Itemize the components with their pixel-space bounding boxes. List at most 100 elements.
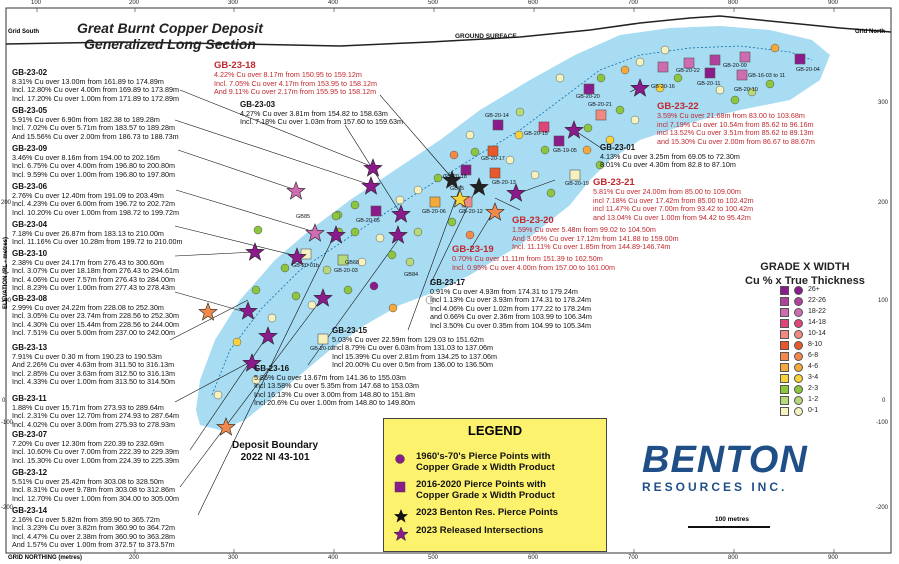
grade-circle-swatch xyxy=(794,407,803,416)
grade-scale-label: 10-14 xyxy=(808,330,826,337)
grade-circle-swatch xyxy=(794,286,803,295)
collar-gb84: GB84 xyxy=(404,272,419,278)
tick-bottom-600: 600 xyxy=(528,555,539,561)
title-line1: Great Burnt Copper Deposit xyxy=(77,20,263,36)
tick-right-0: 0 xyxy=(882,398,886,404)
tick-bottom-800: 800 xyxy=(728,555,739,561)
star-gb-23-19 xyxy=(485,202,505,221)
grade-circle-swatch xyxy=(794,319,803,328)
legend-square-icon xyxy=(394,481,406,493)
grade-circle-swatch xyxy=(794,363,803,372)
star-gb-23-14 xyxy=(216,417,236,436)
star-gb-23-02 xyxy=(363,158,383,177)
tick-top-600: 600 xyxy=(528,0,539,6)
grade-scale-label: 2-3 xyxy=(808,385,819,392)
square-gb-20-17 xyxy=(487,145,499,157)
tick-left-0: 0 xyxy=(2,398,6,404)
tick-bottom-900: 900 xyxy=(828,555,839,561)
tick-top-500: 500 xyxy=(428,0,439,6)
pierce-stars xyxy=(198,78,650,436)
annotation-gb-23-15: GB-23-15 5.03% Cu over 22.59m from 129.0… xyxy=(332,326,498,370)
collar-gb-20-20: GB-20-20 xyxy=(576,94,600,100)
collar-gb-20-15: GB-20-15 xyxy=(524,131,548,137)
annotation-gb-23-19: GB-23-19 0.70% Cu over 11.11m from 151.3… xyxy=(452,244,616,272)
star-gb-23-10 xyxy=(245,242,265,261)
annotation-gb-23-03: GB-23-03 4.27% Cu over 3.81m from 154.82… xyxy=(240,100,404,127)
square-gb-20-02 xyxy=(317,333,329,345)
square-gb-20-20 xyxy=(583,83,595,95)
tick-right-neg200: -200 xyxy=(876,505,889,511)
collar-gb65: GB65 xyxy=(450,186,465,192)
grade-scale-label: 0-1 xyxy=(808,407,819,414)
grade-square-swatch xyxy=(780,363,789,372)
grade-square-swatch xyxy=(780,385,789,394)
square-gb-20-22 xyxy=(683,57,695,69)
grade-scale-label: 3-4 xyxy=(808,374,819,381)
star-gb-23-06 xyxy=(305,223,325,242)
star-gb-23-13 xyxy=(238,301,258,320)
grade-circle-swatch xyxy=(794,308,803,317)
square-gb-20-18 xyxy=(460,164,472,176)
collar-gb-19-05: GB-19-05 xyxy=(553,148,577,154)
logo-sub-text: RESOURCES INC. xyxy=(642,480,788,494)
grade-scale-label: 6-8 xyxy=(808,352,819,359)
grade-square-swatch xyxy=(780,407,789,416)
annotation-gb-23-18: GB-23-18 4.22% Cu over 8.17m from 150.95… xyxy=(214,60,378,97)
collar-gb-20-22: GB-20-22 xyxy=(676,68,700,74)
collar-gb-20-11: GB-20-11 xyxy=(697,81,721,87)
grade-circle-swatch xyxy=(794,396,803,405)
collar-gb-20-04: GB-20-04 xyxy=(796,67,820,73)
annotation-gb-23-20: GB-23-20 1.59% Cu over 5.48m from 99.02 … xyxy=(512,215,679,252)
star-gb-23-05 xyxy=(361,176,381,195)
grade-scale-label: 14-18 xyxy=(808,319,826,326)
tick-bottom-400: 400 xyxy=(328,555,339,561)
square-gb-20-15 xyxy=(538,121,550,133)
collar-gb-20-14: GB-20-14 xyxy=(485,113,509,119)
annotation-gb-23-06: GB-23-06 2.76% Cu over 12.40m from 191.0… xyxy=(12,182,180,217)
collar-gb-16-03-to-11: GB-16-03 to 11 xyxy=(748,73,786,79)
grade-scale-label: 1-2 xyxy=(808,396,819,403)
tick-top-300: 300 xyxy=(228,0,239,6)
tick-left-100: 100 xyxy=(1,298,12,304)
legend-circle-icon xyxy=(395,454,405,464)
tick-top-900: 900 xyxy=(828,0,839,6)
grade-scale-label: 26+ xyxy=(808,286,820,293)
tick-bottom-500: 500 xyxy=(428,555,439,561)
ground-surface-line xyxy=(5,15,892,47)
collar-gb-20-09: GB-20-09 xyxy=(723,63,747,69)
square-gb-20-06 xyxy=(429,196,441,208)
collar-gb-20-17: GB-20-17 xyxy=(481,156,505,162)
star-gb-23-15 xyxy=(388,225,408,244)
annotation-gb-23-21: GB-23-21 5.81% Cu over 24.00m from 85.00… xyxy=(593,177,754,222)
grade-scale-title: GRADE X WIDTH Cu % x True Thickness xyxy=(745,260,865,288)
grid-north-label: Grid North xyxy=(855,29,885,35)
square-gb-16-03 xyxy=(709,54,721,66)
collar-gb-20-05: GB-20-05 xyxy=(356,218,380,224)
square-gb-20-04 xyxy=(794,53,806,65)
collar-gb-20-06: GB-20-06 xyxy=(422,209,446,215)
grade-square-swatch xyxy=(780,330,789,339)
grade-square-swatch xyxy=(780,308,789,317)
benton-logo: BENTON RESOURCES INC. xyxy=(642,440,807,494)
annotation-gb-23-09: GB-23-09 3.46% Cu over 8.16m from 194.00… xyxy=(12,144,176,179)
star-gb-23-22 xyxy=(630,78,650,97)
star-gb-23-09 xyxy=(286,181,306,200)
grade-square-swatch xyxy=(780,319,789,328)
square-gb-20-11 xyxy=(704,67,716,79)
star-gb-23-07 xyxy=(258,326,278,345)
square-gb-20-19 xyxy=(569,169,581,181)
star-gb-23-14b xyxy=(326,225,346,244)
collar-gb-20-03: GB-20-03 xyxy=(334,268,358,274)
collar-gb-20-19: GB-20-19 xyxy=(565,181,589,187)
annotation-gb-23-17: GB-23-17 0.91% Cu over 4.93m from 174.31… xyxy=(430,278,592,330)
grid-south-label: Grid South xyxy=(8,29,39,35)
square-gb-20-16 xyxy=(657,61,669,73)
square-gb-20-14 xyxy=(492,119,504,131)
grid-northing-label: GRID NORTHING (metres) xyxy=(8,555,83,561)
deposit-body xyxy=(196,26,830,430)
annotation-gb-23-01: GB-23-01 4.13% Cu over 3.25m from 69.05 … xyxy=(600,143,740,170)
collar-gb68: GB68 xyxy=(345,260,360,266)
ground-surface-label: GROUND SURFACE xyxy=(455,33,517,40)
annotation-gb-23-05: GB-23-05 5.91% Cu over 6.90m from 182.38… xyxy=(12,106,179,141)
star-gb-23-18 xyxy=(442,170,462,189)
